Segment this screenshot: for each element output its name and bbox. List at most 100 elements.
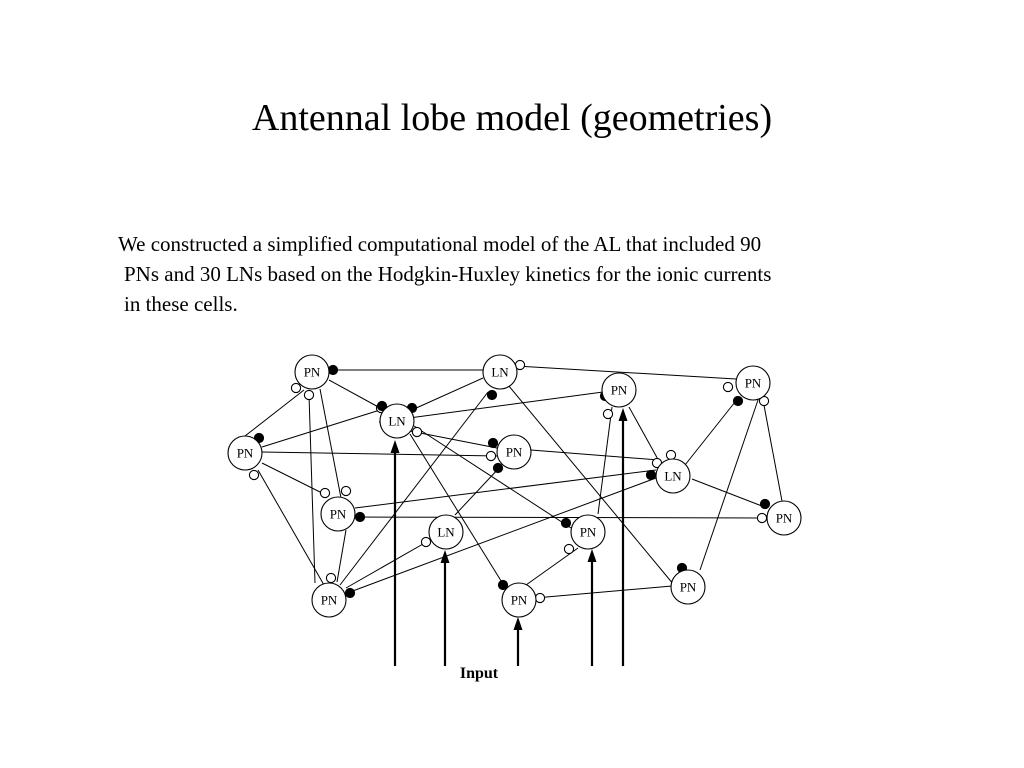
- connection-line: [257, 469, 325, 586]
- input-arrowhead: [390, 440, 400, 453]
- excitatory-synapse-marker: [602, 408, 614, 420]
- connection-line: [378, 391, 604, 423]
- neuron-node-label: PN: [511, 593, 528, 608]
- inhibitory-synapse-marker: [497, 579, 509, 591]
- inhibitory-synapse-marker: [492, 462, 504, 474]
- excitatory-synapse-marker: [420, 536, 432, 548]
- connection-line: [244, 389, 305, 437]
- neuron-node-pn4: PN: [227, 435, 263, 471]
- neuron-node-pn10: PN: [501, 582, 537, 618]
- neuron-node-label: PN: [580, 525, 597, 540]
- neuron-node-circle: [735, 365, 771, 401]
- neuron-node-circle: [379, 403, 415, 439]
- excitatory-synapse-marker: [665, 449, 677, 461]
- neuron-node-circle: [655, 458, 691, 494]
- inhibitory-synapse-marker: [344, 587, 356, 599]
- neuron-node-pn3: PN: [735, 365, 771, 401]
- neuron-node-ln2: LN: [379, 403, 415, 439]
- input-arrowhead: [587, 549, 597, 562]
- neuron-node-circle: [294, 354, 330, 390]
- input-arrowhead: [618, 408, 628, 421]
- excitatory-synapse-marker: [325, 572, 337, 584]
- excitatory-synapse-marker: [303, 389, 315, 401]
- input-arrows: [390, 408, 628, 666]
- neuron-node-circle: [311, 582, 347, 618]
- connection-line: [319, 388, 342, 499]
- connection-line: [454, 466, 501, 516]
- neuron-node-ln3: LN: [655, 458, 691, 494]
- body-line-3: in these cells.: [124, 292, 238, 316]
- excitatory-synapse-marker: [534, 592, 546, 604]
- neuron-node-label: LN: [491, 365, 509, 380]
- neuron-node-pn11: PN: [670, 569, 706, 605]
- connection-line: [409, 430, 498, 449]
- inhibitory-synapse-marker: [354, 511, 366, 523]
- connection-line: [308, 394, 316, 584]
- connection-line: [328, 379, 383, 410]
- neuron-node-circle: [227, 435, 263, 471]
- neuron-node-circle: [496, 434, 532, 470]
- inhibitory-synapse-marker: [487, 437, 499, 449]
- neuron-node-circle: [601, 372, 637, 408]
- neuron-node-ln1: LN: [482, 354, 518, 390]
- neuron-node-label: LN: [664, 469, 682, 484]
- neuron-node-circle: [320, 496, 356, 532]
- connection-line: [684, 396, 740, 466]
- connection-line: [515, 365, 737, 380]
- neuron-node-label: LN: [437, 525, 455, 540]
- input-arrowhead: [440, 550, 450, 563]
- inhibitory-synapse-marker: [645, 469, 657, 481]
- neuron-node-circle: [670, 569, 706, 605]
- excitatory-synapse-marker: [290, 382, 302, 394]
- excitatory-synapse-marker: [319, 487, 331, 499]
- connection-line: [261, 409, 381, 448]
- neuron-node-label: PN: [680, 580, 697, 595]
- inhibitory-synapse-marker: [732, 395, 744, 407]
- body-line-1: We constructed a simplified computationa…: [118, 232, 762, 256]
- connection-line: [530, 449, 660, 461]
- connection-line: [351, 516, 768, 519]
- neuron-node-label: PN: [745, 376, 762, 391]
- connection-line: [628, 406, 661, 464]
- excitatory-synapse-marker: [722, 381, 734, 393]
- neuron-node-pn8: PN: [570, 514, 606, 550]
- connection-line: [525, 547, 579, 586]
- input-label: Input: [460, 665, 499, 682]
- neuron-node-circle: [428, 514, 464, 550]
- excitatory-synapse-marker: [248, 469, 260, 481]
- connection-line: [413, 425, 572, 529]
- neuron-node-pn2: PN: [601, 372, 637, 408]
- neuron-node-label: LN: [388, 414, 406, 429]
- connection-line: [349, 477, 657, 593]
- connection-line: [261, 451, 498, 457]
- connection-line: [534, 585, 673, 599]
- connection-line: [339, 391, 489, 586]
- neuron-node-label: PN: [506, 445, 523, 460]
- excitatory-synapse-marker: [411, 426, 423, 438]
- excitatory-synapse-marker: [563, 543, 575, 555]
- neuron-node-circle: [482, 354, 518, 390]
- neuron-node-circle: [766, 500, 802, 536]
- connection-line: [699, 399, 759, 571]
- connection-line: [261, 462, 329, 497]
- neuron-node-label: PN: [611, 383, 628, 398]
- neuron-node-circle: [501, 582, 537, 618]
- synaptic-connections: [244, 365, 783, 599]
- excitatory-synapse-marker: [756, 512, 768, 524]
- neuron-node-circle: [570, 514, 606, 550]
- slide-body-text: We constructed a simplified computationa…: [118, 229, 938, 319]
- excitatory-synapse-marker: [340, 485, 352, 497]
- connection-line: [597, 406, 613, 515]
- neuron-node-ln4: LN: [428, 514, 464, 550]
- neuron-node-pn1: PN: [294, 354, 330, 390]
- neuron-node-label: PN: [237, 446, 254, 461]
- neuron-node-label: PN: [330, 507, 347, 522]
- input-arrowhead: [513, 617, 523, 630]
- inhibitory-synapse-marker: [560, 517, 572, 529]
- neuron-node-pn9: PN: [311, 582, 347, 618]
- connection-line: [345, 539, 431, 589]
- connection-line: [354, 469, 657, 509]
- inhibitory-synapse-marker: [486, 389, 498, 401]
- inhibitory-synapse-marker: [327, 364, 339, 376]
